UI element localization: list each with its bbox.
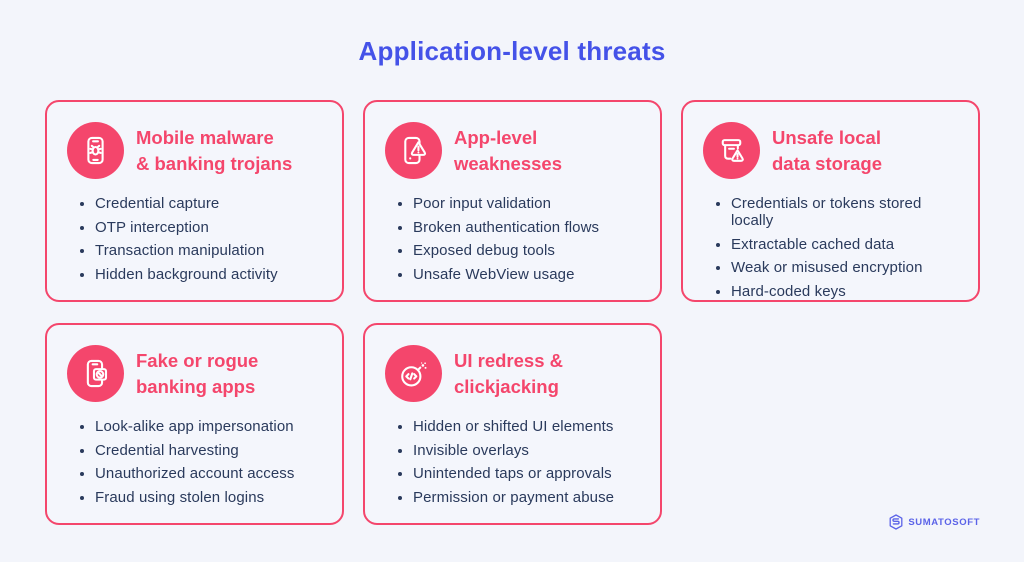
card-header: Mobile malware & banking trojans [67, 122, 326, 179]
code-bomb-icon [385, 345, 442, 402]
card-fake-banking-apps: Fake or rogue banking apps Look-alike ap… [45, 323, 344, 525]
bullet-item: Look-alike app impersonation [95, 418, 326, 435]
card-app-level-weaknesses: App-level weaknesses Poor input validati… [363, 100, 662, 302]
card-ui-redress-clickjacking: UI redress & clickjacking Hidden or shif… [363, 323, 662, 525]
threat-cards-grid: Mobile malware & banking trojans Credent… [45, 100, 980, 525]
card-header: Fake or rogue banking apps [67, 345, 326, 402]
card-title: App-level weaknesses [454, 125, 562, 177]
phone-bug-icon [67, 122, 124, 179]
storage-warning-icon [703, 122, 760, 179]
bullet-item: Extractable cached data [731, 236, 962, 253]
bullet-item: Unsafe WebView usage [413, 266, 644, 283]
card-header: UI redress & clickjacking [385, 345, 644, 402]
bullet-item: Broken authentication flows [413, 219, 644, 236]
card-title-line: data storage [772, 152, 883, 174]
sumatosoft-logo-icon [889, 514, 903, 530]
card-mobile-malware: Mobile malware & banking trojans Credent… [45, 100, 344, 302]
card-header: Unsafe local data storage [703, 122, 962, 179]
bullet-item: Exposed debug tools [413, 242, 644, 259]
bullet-item: Permission or payment abuse [413, 489, 644, 506]
card-title: UI redress & clickjacking [454, 348, 563, 400]
card-title-line: clickjacking [454, 375, 559, 397]
bullet-item: Unauthorized account access [95, 465, 326, 482]
bullet-item: Credential harvesting [95, 442, 326, 459]
card-title-line: Fake or rogue [136, 349, 259, 371]
bullet-item: Transaction manipulation [95, 242, 326, 259]
bullet-list: Look-alike app impersonation Credential … [67, 418, 326, 506]
bullet-item: Credentials or tokens stored locally [731, 195, 962, 229]
card-title-line: App-level [454, 126, 538, 148]
bullet-item: Weak or misused encryption [731, 259, 962, 276]
card-title-line: & banking trojans [136, 152, 293, 174]
phone-blocked-app-icon [67, 345, 124, 402]
bullet-item: Fraud using stolen logins [95, 489, 326, 506]
card-title-line: UI redress & [454, 349, 563, 371]
bullet-item: Hard-coded keys [731, 283, 962, 300]
bullet-list: Hidden or shifted UI elements Invisible … [385, 418, 644, 506]
page-title: Application-level threats [358, 36, 666, 66]
bullet-item: Hidden background activity [95, 266, 326, 283]
card-title-line: Mobile malware [136, 126, 274, 148]
bullet-item: OTP interception [95, 219, 326, 236]
phone-warning-icon [385, 122, 442, 179]
bullet-list: Credential capture OTP interception Tran… [67, 195, 326, 283]
brand-name: SUMATOSOFT [908, 516, 980, 528]
bullet-list: Credentials or tokens stored locally Ext… [703, 195, 962, 300]
bullet-item: Invisible overlays [413, 442, 644, 459]
bullet-item: Hidden or shifted UI elements [413, 418, 644, 435]
card-title-line: banking apps [136, 375, 256, 397]
card-title: Unsafe local data storage [772, 125, 882, 177]
brand-logo: SUMATOSOFT [889, 514, 980, 530]
card-title-line: weaknesses [454, 152, 563, 174]
card-header: App-level weaknesses [385, 122, 644, 179]
bullet-item: Credential capture [95, 195, 326, 212]
card-title: Mobile malware & banking trojans [136, 125, 292, 177]
bullet-item: Unintended taps or approvals [413, 465, 644, 482]
card-title-line: Unsafe local [772, 126, 881, 148]
bullet-list: Poor input validation Broken authenticat… [385, 195, 644, 283]
card-unsafe-local-storage: Unsafe local data storage Credentials or… [681, 100, 980, 302]
card-title: Fake or rogue banking apps [136, 348, 258, 400]
bullet-item: Poor input validation [413, 195, 644, 212]
